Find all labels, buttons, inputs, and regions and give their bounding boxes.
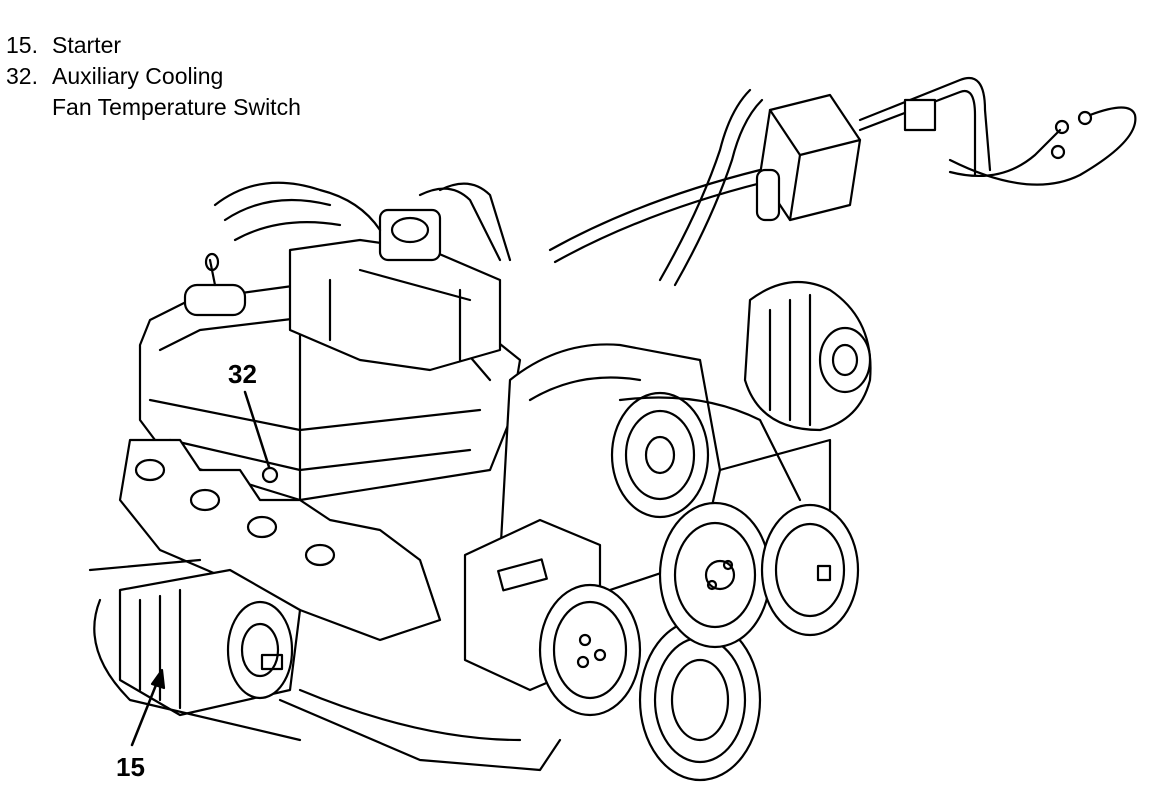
control-module xyxy=(755,93,862,222)
water-pump-pulley xyxy=(658,501,772,649)
oil-pan xyxy=(88,558,562,772)
legend: 15. Starter 32. Auxiliary Cooling Fan Te… xyxy=(6,30,301,123)
callout-leader-32 xyxy=(243,390,279,484)
legend-label: Starter xyxy=(52,32,122,58)
legend-item-starter: 15. Starter xyxy=(6,30,301,61)
legend-item-fan-switch: 32. Auxiliary Cooling xyxy=(6,61,301,92)
exhaust-manifold xyxy=(118,438,442,642)
power-steering-pulley xyxy=(538,583,642,717)
drive-belt xyxy=(618,396,802,502)
legend-label-continued: Fan Temperature Switch xyxy=(52,94,301,120)
legend-label: Auxiliary Cooling xyxy=(52,63,224,89)
carburetor xyxy=(288,208,502,372)
idler-pulley xyxy=(760,503,860,637)
alternator xyxy=(743,280,872,432)
legend-number: 32. xyxy=(6,63,38,89)
spark-plug-wires xyxy=(213,181,512,262)
callout-number-32: 32 xyxy=(228,359,257,389)
wiring-harness xyxy=(858,77,1137,186)
legend-number: 15. xyxy=(6,32,38,58)
heater-hoses xyxy=(548,88,767,287)
starter-motor xyxy=(118,568,302,717)
breather xyxy=(183,252,247,317)
fan-pulley xyxy=(610,391,710,519)
callout-number-15: 15 xyxy=(116,752,145,782)
callout-leader-15 xyxy=(130,668,166,747)
